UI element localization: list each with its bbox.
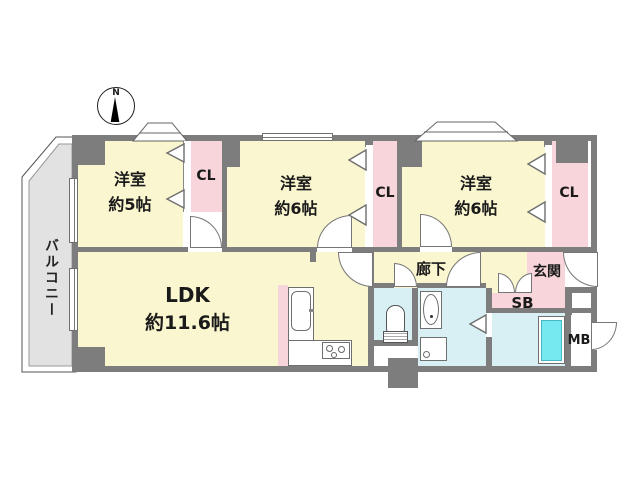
wall (486, 337, 492, 366)
bedroom-2-size: 約6帖 (274, 199, 318, 218)
bedroom-1-size: 約5帖 (108, 195, 152, 214)
closet-2-label: CL (375, 185, 395, 201)
closet-1 (190, 141, 222, 212)
wall (368, 283, 394, 288)
window (69, 268, 78, 331)
wall (591, 350, 597, 372)
wall (222, 247, 317, 252)
wall (492, 308, 591, 313)
ldk-name: LDK (165, 283, 210, 307)
ldk-size: 約11.6帖 (145, 312, 230, 334)
meter-box-area (571, 315, 591, 366)
toilet-tank (383, 331, 408, 343)
wall (486, 288, 492, 313)
column (388, 358, 418, 388)
bedroom-2-title: 洋室 約6帖 (246, 171, 346, 221)
entrance-label: 玄関 (533, 264, 561, 280)
bedroom-3-size: 約6帖 (454, 199, 498, 218)
bathtub-fixture (541, 320, 562, 361)
bedroom-2-name: 洋室 (279, 174, 312, 193)
shoe-box-label: SB (511, 294, 534, 312)
wall (397, 167, 402, 247)
wall (412, 288, 418, 346)
bedroom-1-name: 洋室 (113, 170, 146, 189)
balcony-label: バルコニー (43, 238, 59, 318)
wall (368, 340, 418, 346)
wall (591, 287, 597, 322)
compass-north-label: N (112, 88, 120, 98)
wall (544, 135, 552, 147)
wall (565, 315, 571, 366)
wall (591, 135, 597, 252)
washbasin-tap-dot (430, 315, 433, 318)
kitchen-sink (291, 291, 311, 331)
closet-1-label: CL (196, 168, 216, 184)
window (69, 178, 78, 243)
toilet-fixture (386, 305, 405, 334)
hallway-label: 廊下 (415, 260, 446, 278)
wall (365, 135, 373, 147)
column (75, 135, 105, 165)
closet-door-strip (183, 141, 191, 212)
wall (222, 167, 227, 247)
wall (310, 247, 316, 262)
bedroom-3-name: 洋室 (459, 174, 492, 193)
meter-box-label: MB (567, 333, 591, 348)
closet-2 (373, 141, 397, 247)
closet-3-label: CL (559, 185, 579, 201)
washbasin-bowl (423, 294, 439, 325)
wall (72, 135, 78, 372)
stove-burners (322, 342, 350, 359)
compass-needle-icon (110, 97, 120, 122)
kitchen-wall-strip (278, 285, 288, 368)
column (75, 347, 105, 372)
wall (565, 293, 572, 315)
wall (352, 247, 420, 252)
compass-icon: N (97, 87, 135, 125)
closet-door-strip (545, 145, 552, 247)
wall (368, 252, 374, 366)
bath-door-strip (486, 313, 492, 337)
wall (452, 247, 591, 252)
washing-machine-drain (423, 351, 430, 358)
closet-door-strip (366, 145, 373, 247)
window (262, 133, 333, 141)
wall (565, 287, 597, 293)
bedroom-1-title: 洋室 約5帖 (80, 167, 180, 217)
wall (75, 135, 597, 141)
ldk-title: LDK 約11.6帖 (115, 281, 260, 337)
wall (78, 247, 188, 252)
column (222, 135, 240, 167)
bedroom-3-title: 洋室 約6帖 (426, 171, 526, 221)
kitchen-tap (309, 309, 314, 312)
wall (72, 366, 597, 372)
column (556, 135, 588, 163)
